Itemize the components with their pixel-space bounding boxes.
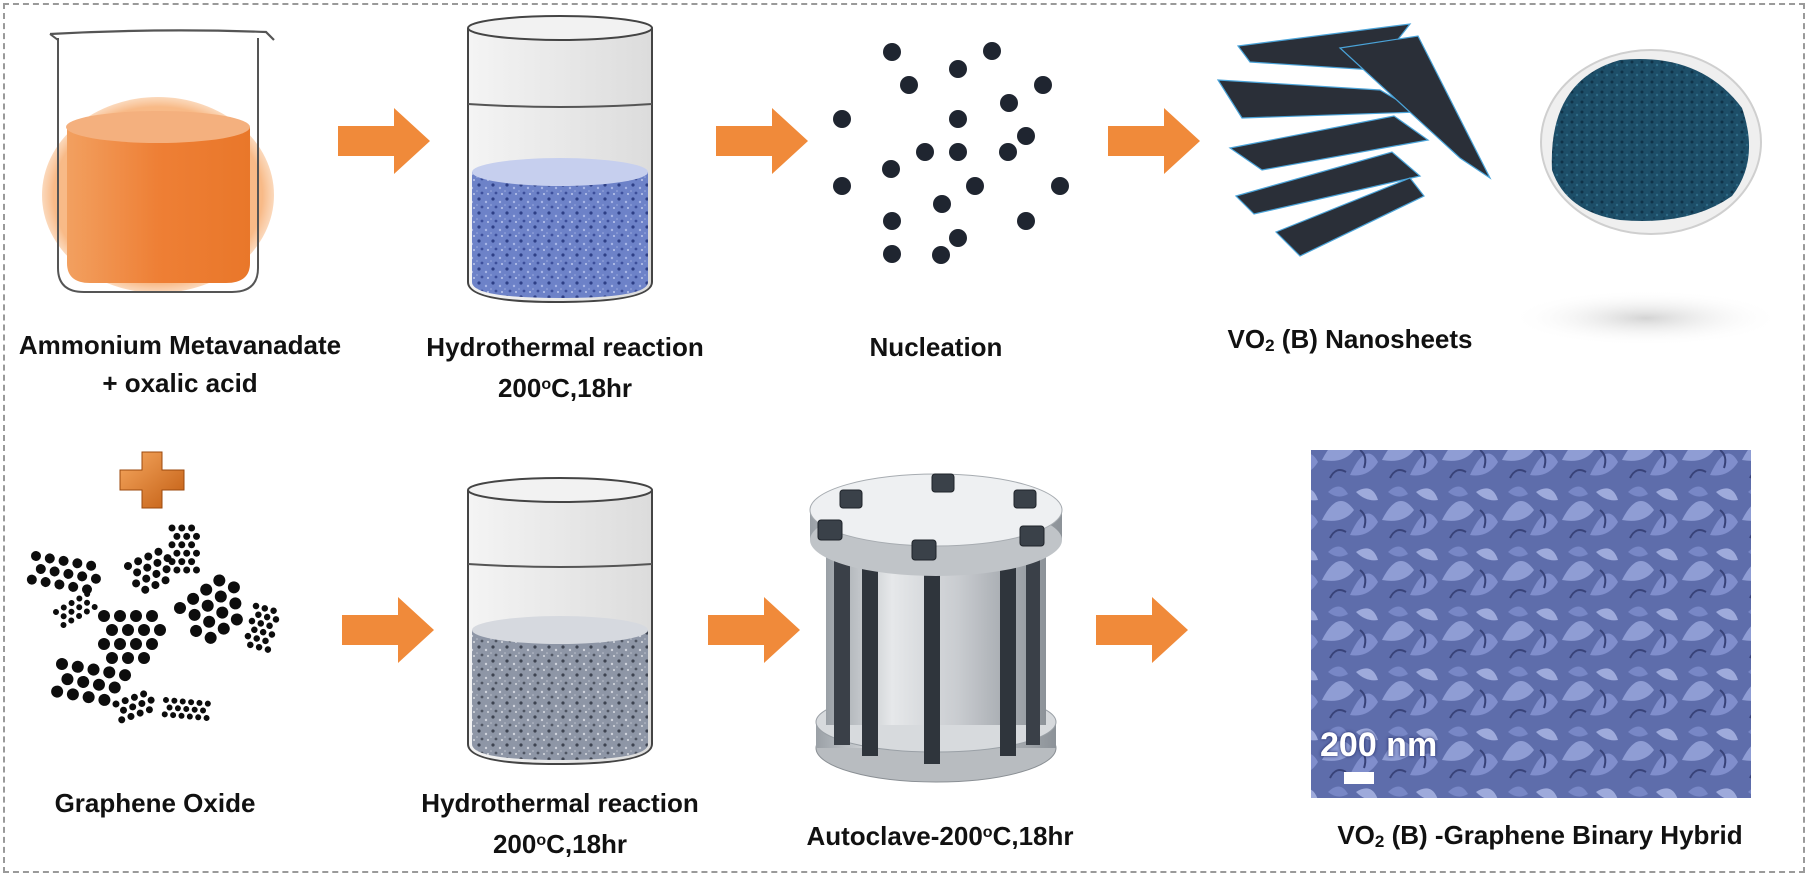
beaker-orange-icon xyxy=(42,29,275,293)
scale-bar xyxy=(1344,772,1374,784)
reactor-vessel-blue-icon xyxy=(467,15,653,304)
arrow-right-icon xyxy=(1108,108,1200,174)
reactor-vessel-grey-icon xyxy=(467,477,653,766)
arrow-right-icon xyxy=(708,597,800,663)
arrow-right-icon xyxy=(1096,597,1188,663)
nucleation-label: Nucleation xyxy=(869,332,1003,362)
ammonium-label: Ammonium Metavanadate + oxalic acid xyxy=(0,326,360,402)
arrow-right-icon xyxy=(338,108,430,174)
nucleation-particles xyxy=(833,42,1069,264)
hybrid-label: VO2 (B) -Graphene Binary Hybrid xyxy=(1337,820,1743,851)
arrow-right-icon xyxy=(716,108,808,174)
hydrothermal-top-line1: Hydrothermal reaction xyxy=(426,332,704,362)
sem-micrograph xyxy=(1311,450,1751,798)
graphene-oxide-label: Graphene Oxide xyxy=(54,788,256,818)
graphene-oxide-flakes-icon xyxy=(26,524,280,724)
nanosheets-icon xyxy=(1216,23,1492,257)
hydrothermal-bottom-line2: 200oC,18hr xyxy=(492,829,628,859)
scale-bar-label: 200 nm xyxy=(1320,726,1438,764)
arrow-right-icon xyxy=(342,597,434,663)
powder-plate-icon xyxy=(1510,49,1782,346)
vo2-nanosheets-label: VO2 (B) Nanosheets xyxy=(1227,324,1473,355)
ammonium-label-line1: Ammonium Metavanadate xyxy=(18,330,342,360)
hydrothermal-top-line2: 200oC,18hr xyxy=(497,373,633,403)
autoclave-icon xyxy=(809,473,1063,783)
autoclave-label: Autoclave-200oC,18hr xyxy=(806,821,1074,851)
hydrothermal-bottom-line1: Hydrothermal reaction xyxy=(421,788,699,818)
hydrothermal-top-label: Hydrothermal reaction 200oC,18hr xyxy=(420,328,710,407)
plus-icon xyxy=(119,451,185,509)
ammonium-label-line2: + oxalic acid xyxy=(102,368,258,398)
hydrothermal-bottom-label: Hydrothermal reaction 200oC,18hr xyxy=(400,784,720,863)
dashed-frame xyxy=(3,3,1805,873)
